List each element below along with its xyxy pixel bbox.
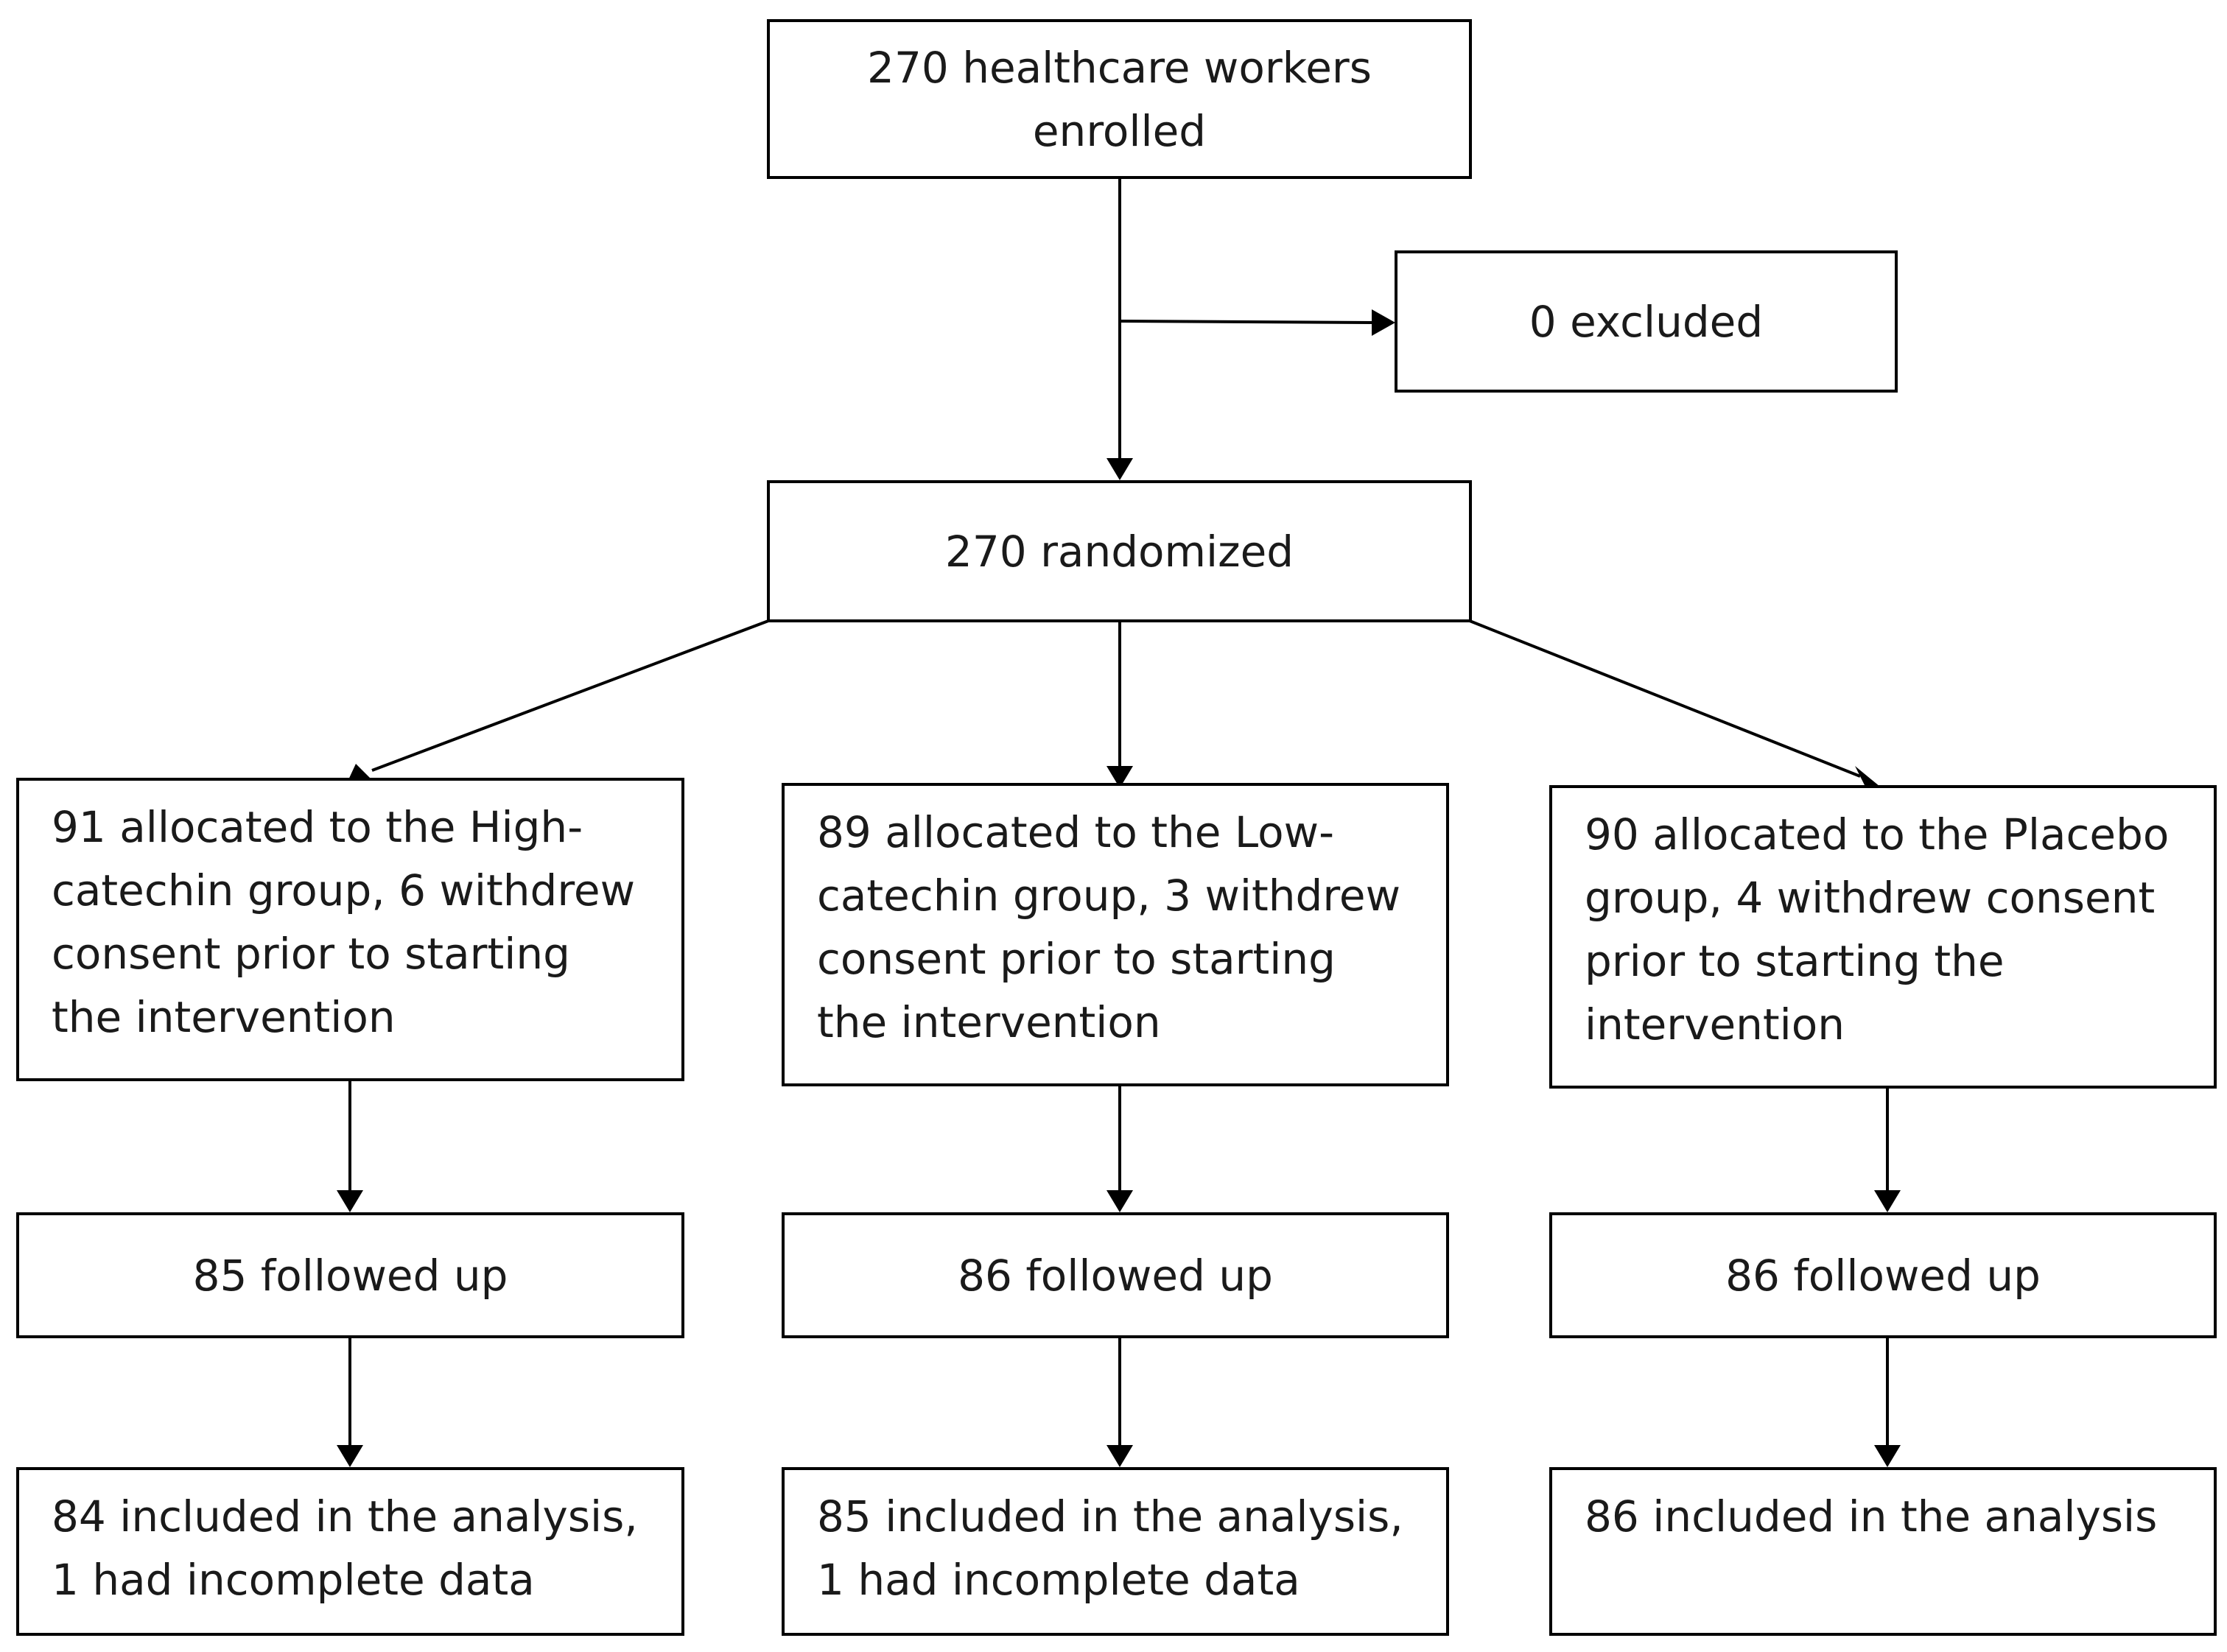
enrolled-text: 270 healthcare workers enrolled [867, 42, 1372, 156]
low-catechin-followup-text: 86 followed up [958, 1250, 1273, 1301]
arrowhead-low-catechin [1107, 766, 1133, 788]
arrow-to-high-catechin [371, 619, 769, 772]
placebo-followup-box: 86 followed up [1549, 1212, 2217, 1338]
low-catechin-allocation-text: 89 allocated to the Low- catechin group,… [817, 807, 1401, 1047]
enrolled-box: 270 healthcare workers enrolled [767, 19, 1472, 179]
arrowhead-low-followup [1107, 1190, 1133, 1212]
high-catechin-followup-box: 85 followed up [16, 1212, 684, 1338]
arrowhead-excluded [1372, 309, 1395, 336]
randomized-text: 270 randomized [944, 526, 1294, 577]
placebo-analysis-text: 86 included in the analysis [1585, 1491, 2158, 1542]
arrowhead-placebo-followup [1874, 1190, 1901, 1212]
high-catechin-followup-text: 85 followed up [192, 1250, 508, 1301]
arrowhead-low-analysis [1107, 1445, 1133, 1467]
high-catechin-allocation-box: 91 allocated to the High- catechin group… [16, 778, 684, 1081]
arrowhead-high-analysis [337, 1445, 363, 1467]
arrow-to-excluded [1119, 320, 1372, 324]
placebo-followup-text: 86 followed up [1725, 1250, 2041, 1301]
low-catechin-analysis-text: 85 included in the analysis, 1 had incom… [817, 1491, 1403, 1605]
low-catechin-followup-box: 86 followed up [782, 1212, 1449, 1338]
high-catechin-analysis-text: 84 included in the analysis, 1 had incom… [52, 1491, 638, 1605]
randomized-box: 270 randomized [767, 480, 1472, 622]
arrow-to-placebo [1469, 619, 1861, 778]
arrowhead-placebo [1855, 766, 1880, 787]
placebo-allocation-text: 90 allocated to the Placebo group, 4 wit… [1585, 809, 2170, 1050]
arrowhead-randomized [1107, 458, 1133, 480]
low-catechin-analysis-box: 85 included in the analysis, 1 had incom… [782, 1467, 1449, 1636]
arrowhead-placebo-analysis [1874, 1445, 1901, 1467]
low-catechin-allocation-box: 89 allocated to the Low- catechin group,… [782, 783, 1449, 1086]
placebo-allocation-box: 90 allocated to the Placebo group, 4 wit… [1549, 785, 2217, 1089]
placebo-analysis-box: 86 included in the analysis [1549, 1467, 2217, 1636]
excluded-text: 0 excluded [1529, 296, 1764, 347]
high-catechin-allocation-text: 91 allocated to the High- catechin group… [52, 802, 636, 1042]
high-catechin-analysis-box: 84 included in the analysis, 1 had incom… [16, 1467, 684, 1636]
excluded-box: 0 excluded [1395, 250, 1898, 393]
arrowhead-high-followup [337, 1190, 363, 1212]
